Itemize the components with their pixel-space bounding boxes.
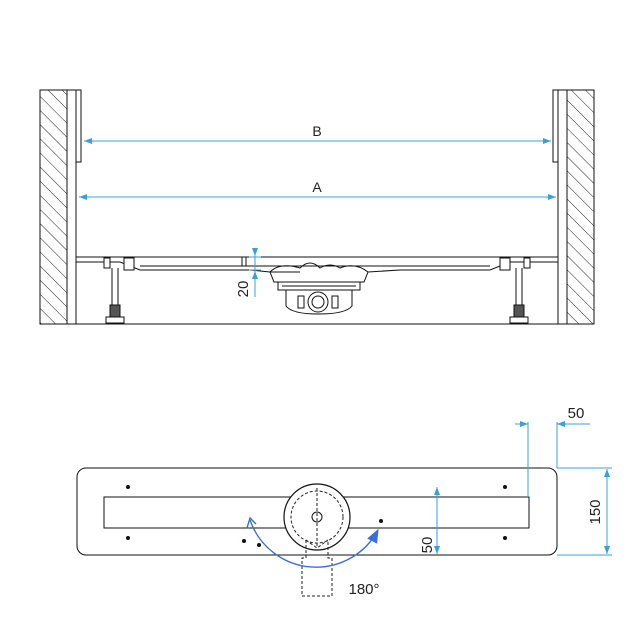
rotation-label: 180° [348,581,379,598]
dimension-offset: 50 [515,405,590,497]
drain-outlet [283,483,351,551]
side-view: B A 20 [39,89,595,325]
outlet-pipe [301,539,333,597]
dimension-height: 20 [235,248,261,297]
channel-offset-label: 50 [419,537,436,554]
dimension-a-label: A [312,179,322,195]
left-support-leg [103,257,135,324]
height-label: 20 [235,281,252,298]
plan-view: 180° 50 150 50 [76,405,612,598]
channel-profile [75,257,559,273]
channel-tab [241,256,247,267]
dimension-b-label: B [312,123,321,139]
dimension-a: A [79,179,556,200]
right-wall-trim [552,89,559,163]
right-support-leg [499,257,531,324]
right-wall-tile [557,89,568,325]
offset-label: 50 [568,405,585,422]
dimension-channel-offset: 50 [419,487,440,554]
rotation-arrow: 180° [246,516,380,598]
right-wall [566,89,595,325]
dimension-width: 150 [557,467,612,556]
width-label: 150 [587,499,604,524]
left-wall [39,89,68,325]
left-wall-trim [75,89,82,163]
drain-trap [269,262,369,315]
dimension-b: B [84,123,551,144]
screw-holes [126,485,507,547]
left-wall-tile [66,89,77,325]
